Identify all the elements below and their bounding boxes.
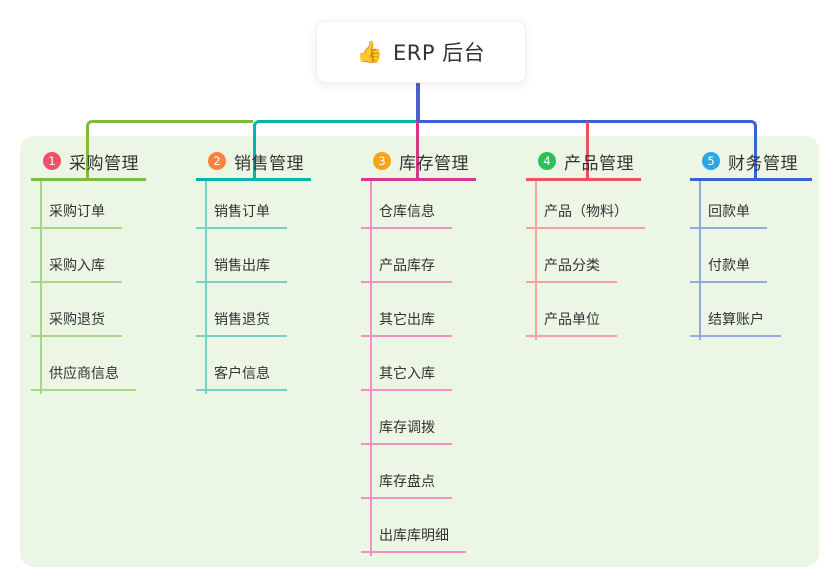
branches-panel — [20, 136, 819, 567]
branch-4: 4 产品管理产品（物料） 产品分类产品单位 — [526, 150, 645, 340]
sub-node[interactable]: 仓库信息 — [361, 201, 452, 229]
thumbs-up-icon: 👍 — [356, 39, 383, 64]
root-node-label: ERP 后台 — [392, 41, 486, 65]
sub-node[interactable]: 销售订单 — [196, 201, 287, 229]
connector-branch-5 — [418, 120, 757, 178]
branch-5-title[interactable]: 5 财务管理 — [690, 150, 812, 181]
sub-node[interactable]: 其它出库 — [361, 309, 452, 337]
sub-node[interactable]: 供应商信息 — [31, 363, 136, 391]
connector-branch-2 — [253, 120, 418, 178]
sub-node[interactable]: 其它入库 — [361, 363, 452, 391]
branch-1-title[interactable]: 1 采购管理 — [31, 150, 146, 181]
sub-node[interactable]: 库存调拨 — [361, 417, 452, 445]
connector-branch-3 — [416, 122, 419, 178]
branch-title-label: 财务管理 — [728, 153, 798, 174]
sub-node[interactable]: 客户信息 — [196, 363, 287, 391]
sub-node[interactable]: 回款单 — [690, 201, 767, 229]
branch-3: 3 库存管理仓库信息产品库存其它出库其它入库库存调拨库存盘点出库库明细 — [361, 150, 476, 556]
branch-2-tree-line — [205, 181, 207, 394]
branch-1: 1 采购管理采购订单采购入库采购退货供应商信息 — [31, 150, 146, 394]
branch-3-title[interactable]: 3 库存管理 — [361, 150, 476, 181]
branch-3-tree-line — [370, 181, 372, 556]
branch-title-label: 产品管理 — [564, 153, 634, 174]
sub-node[interactable]: 销售退货 — [196, 309, 287, 337]
sub-node[interactable]: 产品单位 — [526, 309, 617, 337]
sub-node[interactable]: 销售出库 — [196, 255, 287, 283]
branch-1-number-badge-icon: 1 — [43, 152, 61, 170]
branch-5-number-badge-icon: 5 — [702, 152, 720, 170]
connector-root — [416, 80, 420, 122]
sub-node[interactable]: 产品分类 — [526, 255, 617, 283]
branch-3-number-badge-icon: 3 — [373, 152, 391, 170]
branch-title-label: 采购管理 — [69, 153, 139, 174]
branch-2-number-badge-icon: 2 — [208, 152, 226, 170]
sub-node[interactable]: 产品（物料） — [526, 201, 645, 229]
sub-node[interactable]: 库存盘点 — [361, 471, 452, 499]
connector-branch-1 — [86, 120, 253, 178]
branch-5-tree-line — [699, 181, 701, 340]
branch-1-tree-line — [40, 181, 42, 394]
branch-title-label: 销售管理 — [234, 153, 304, 174]
sub-node[interactable]: 采购入库 — [31, 255, 122, 283]
sub-node[interactable]: 采购订单 — [31, 201, 122, 229]
branch-4-tree-line — [535, 181, 537, 340]
sub-node[interactable]: 采购退货 — [31, 309, 122, 337]
connector-branch-4 — [586, 122, 589, 178]
branch-4-title[interactable]: 4 产品管理 — [526, 150, 641, 181]
sub-node[interactable]: 产品库存 — [361, 255, 452, 283]
branch-5: 5 财务管理回款单付款单结算账户 — [690, 150, 812, 340]
branch-2-title[interactable]: 2 销售管理 — [196, 150, 311, 181]
branch-2: 2 销售管理销售订单销售出库销售退货客户信息 — [196, 150, 311, 394]
sub-node[interactable]: 结算账户 — [690, 309, 781, 337]
branch-title-label: 库存管理 — [399, 153, 469, 174]
sub-node[interactable]: 出库库明细 — [361, 525, 466, 553]
sub-node[interactable]: 付款单 — [690, 255, 767, 283]
root-node[interactable]: 👍 ERP 后台 — [316, 21, 526, 83]
branch-4-number-badge-icon: 4 — [538, 152, 556, 170]
